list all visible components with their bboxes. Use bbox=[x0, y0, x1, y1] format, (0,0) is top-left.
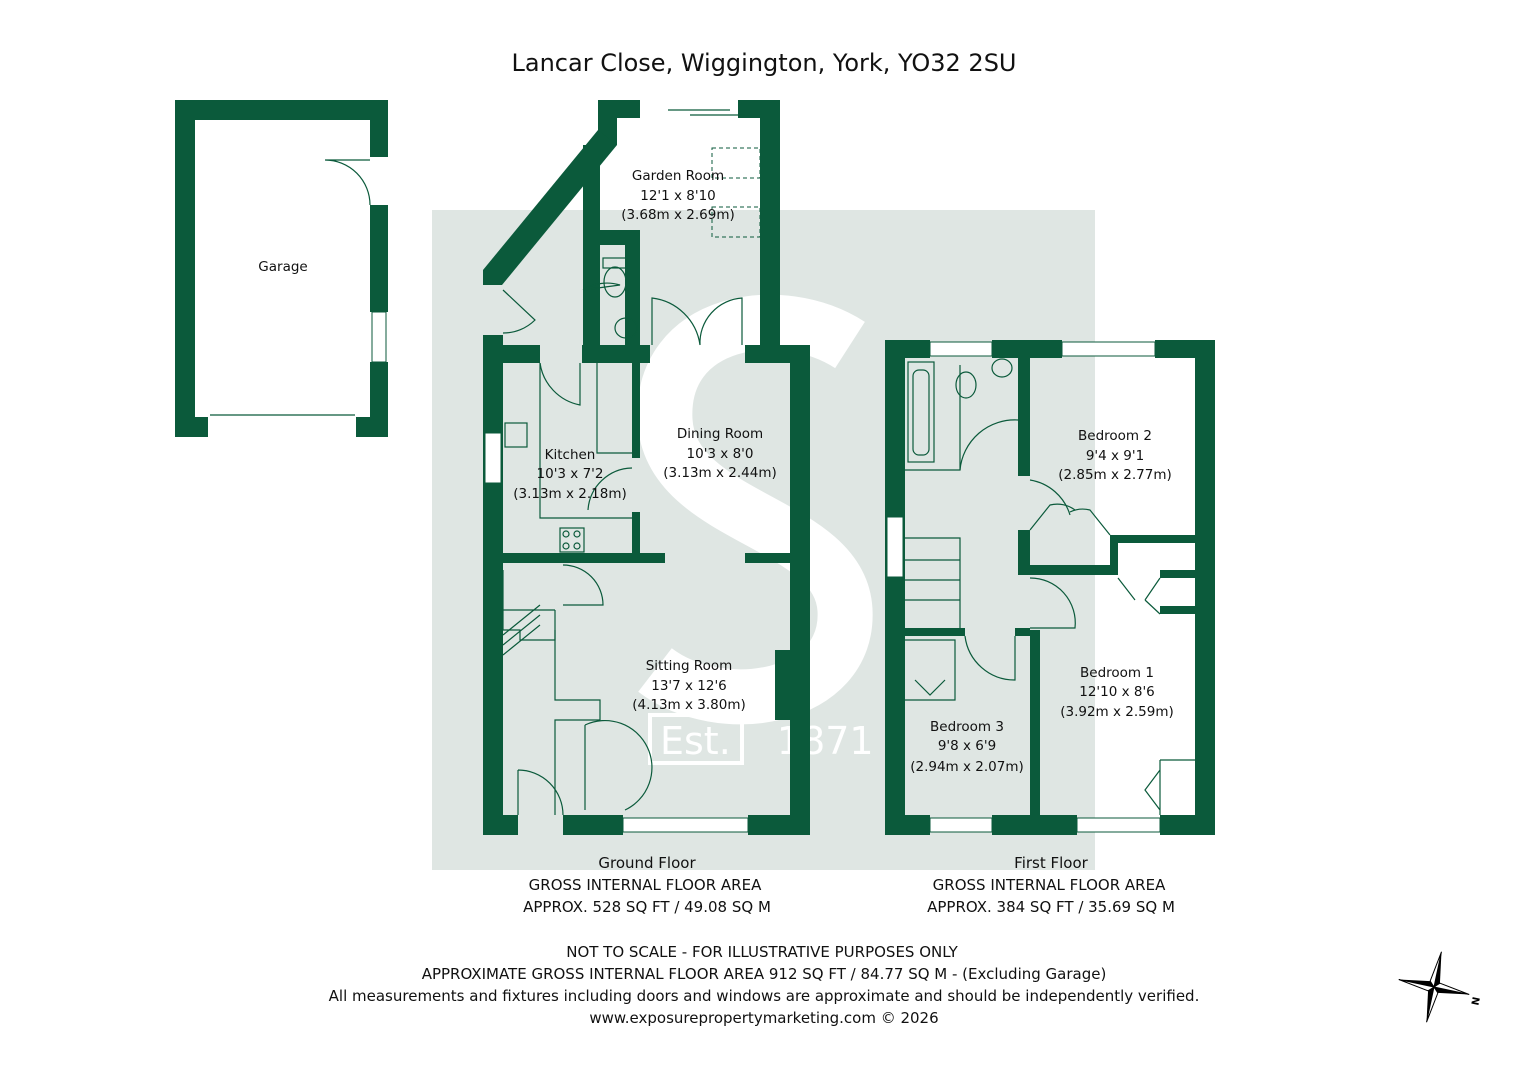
garage: Garage bbox=[175, 100, 388, 437]
svg-text:Sitting Room: Sitting Room bbox=[646, 658, 733, 674]
svg-text:(3.13m x 2.44m): (3.13m x 2.44m) bbox=[663, 465, 777, 481]
room-kitchen: Kitchen 10'3 x 7'2 (3.13m x 2.18m) bbox=[513, 447, 627, 502]
first-floor-caption: First Floor GROSS INTERNAL FLOOR AREA AP… bbox=[927, 854, 1175, 916]
room-sitting-room: Sitting Room 13'7 x 12'6 (4.13m x 3.80m) bbox=[632, 658, 746, 713]
svg-text:Garden Room: Garden Room bbox=[632, 168, 724, 184]
footer-notes: NOT TO SCALE - FOR ILLUSTRATIVE PURPOSES… bbox=[329, 943, 1200, 1027]
ground-floor bbox=[483, 100, 810, 835]
svg-text:9'4 x 9'1: 9'4 x 9'1 bbox=[1086, 448, 1144, 464]
svg-text:Ground Floor: Ground Floor bbox=[598, 854, 696, 872]
first-floor bbox=[885, 340, 1215, 835]
ground-floor-caption: Ground Floor GROSS INTERNAL FLOOR AREA A… bbox=[523, 854, 771, 916]
svg-text:All measurements and fixtures: All measurements and fixtures including … bbox=[329, 987, 1200, 1005]
svg-text:(2.94m x 2.07m): (2.94m x 2.07m) bbox=[910, 759, 1024, 775]
room-bedroom-2: Bedroom 2 9'4 x 9'1 (2.85m x 2.77m) bbox=[1058, 428, 1172, 483]
room-bedroom-1: Bedroom 1 12'10 x 8'6 (3.92m x 2.59m) bbox=[1060, 665, 1174, 720]
svg-text:10'3 x 8'0: 10'3 x 8'0 bbox=[687, 446, 754, 462]
svg-text:(3.13m x 2.18m): (3.13m x 2.18m) bbox=[513, 486, 627, 502]
svg-text:GROSS INTERNAL FLOOR AREA: GROSS INTERNAL FLOOR AREA bbox=[933, 876, 1166, 894]
svg-text:APPROX. 384 SQ FT / 35.69 SQ M: APPROX. 384 SQ FT / 35.69 SQ M bbox=[927, 898, 1175, 916]
svg-text:12'10 x 8'6: 12'10 x 8'6 bbox=[1079, 684, 1155, 700]
svg-text:APPROXIMATE GROSS INTERNAL FLO: APPROXIMATE GROSS INTERNAL FLOOR AREA 91… bbox=[422, 965, 1107, 983]
svg-text:GROSS INTERNAL FLOOR AREA: GROSS INTERNAL FLOOR AREA bbox=[529, 876, 762, 894]
svg-text:Bedroom 1: Bedroom 1 bbox=[1080, 665, 1154, 681]
svg-text:(3.68m x 2.69m): (3.68m x 2.69m) bbox=[621, 207, 735, 223]
svg-text:Dining Room: Dining Room bbox=[677, 426, 763, 442]
svg-text:First Floor: First Floor bbox=[1014, 854, 1088, 872]
compass-rose-icon: N bbox=[1398, 951, 1481, 1023]
svg-text:10'3 x 7'2: 10'3 x 7'2 bbox=[537, 466, 604, 482]
room-dining-room: Dining Room 10'3 x 8'0 (3.13m x 2.44m) bbox=[663, 426, 777, 481]
property-title: Lancar Close, Wiggington, York, YO32 2SU bbox=[512, 49, 1017, 77]
svg-text:NOT TO SCALE - FOR ILLUSTRATIV: NOT TO SCALE - FOR ILLUSTRATIVE PURPOSES… bbox=[566, 943, 958, 961]
svg-text:13'7 x 12'6: 13'7 x 12'6 bbox=[651, 678, 727, 694]
svg-text:Bedroom 2: Bedroom 2 bbox=[1078, 428, 1152, 444]
watermark-text: Est. 1871 bbox=[660, 719, 874, 763]
svg-text:www.exposurepropertymarketing.: www.exposurepropertymarketing.com © 2026 bbox=[589, 1009, 938, 1027]
room-garden-room: Garden Room 12'1 x 8'10 (3.68m x 2.69m) bbox=[621, 168, 735, 223]
svg-text:(2.85m x 2.77m): (2.85m x 2.77m) bbox=[1058, 467, 1172, 483]
svg-text:APPROX. 528 SQ FT / 49.08 SQ M: APPROX. 528 SQ FT / 49.08 SQ M bbox=[523, 898, 771, 916]
svg-text:9'8 x 6'9: 9'8 x 6'9 bbox=[938, 738, 996, 754]
room-bedroom-3: Bedroom 3 9'8 x 6'9 (2.94m x 2.07m) bbox=[910, 719, 1024, 775]
svg-text:Bedroom 3: Bedroom 3 bbox=[930, 719, 1004, 735]
svg-text:(3.92m x 2.59m): (3.92m x 2.59m) bbox=[1060, 704, 1174, 720]
room-labels: Garden Room 12'1 x 8'10 (3.68m x 2.69m) Di… bbox=[513, 168, 1174, 775]
svg-text:Kitchen: Kitchen bbox=[545, 447, 596, 463]
room-label-garage: Garage bbox=[258, 259, 307, 275]
svg-text:(4.13m x 3.80m): (4.13m x 3.80m) bbox=[632, 697, 746, 713]
compass-north-label: N bbox=[1468, 996, 1481, 1006]
svg-text:12'1 x 8'10: 12'1 x 8'10 bbox=[640, 188, 716, 204]
